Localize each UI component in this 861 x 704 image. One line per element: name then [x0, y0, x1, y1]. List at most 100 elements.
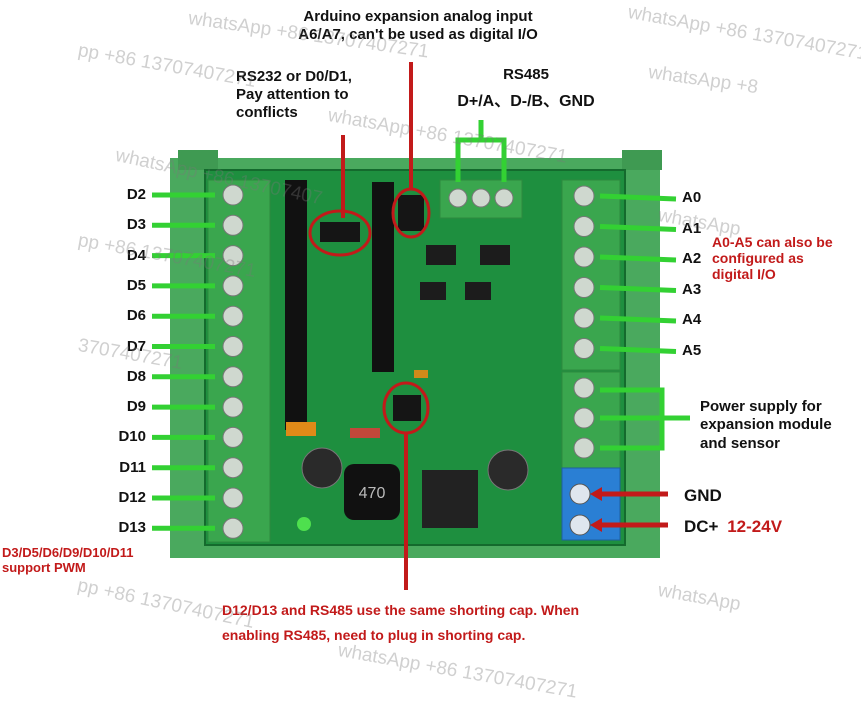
ic-chip: [465, 282, 491, 300]
analog-digital-line3: digital I/O: [712, 266, 776, 283]
pcb: [204, 169, 626, 546]
pin-label-d6: D6: [126, 307, 146, 325]
terminal-screw: [573, 407, 595, 429]
inductor-mark: 470: [359, 485, 386, 502]
terminal-screw: [573, 277, 595, 298]
terminal-screw: [573, 216, 595, 237]
terminal-screw: [569, 514, 591, 536]
terminal-screw: [222, 366, 244, 388]
pin-label-d3: D3: [126, 216, 146, 234]
header-left: [285, 180, 307, 430]
pin-arrow: [599, 224, 677, 232]
terminal-screw: [573, 377, 595, 399]
analog-note-line1: Arduino expansion analog input: [303, 8, 533, 25]
analog-highlight: [391, 187, 431, 239]
a6-a7-pins: [398, 195, 424, 231]
pin-arrow: [599, 346, 677, 354]
terminal-screw: [573, 437, 595, 459]
power-note: Power supply for expansion module and se…: [700, 398, 832, 453]
rail-tab: [622, 150, 662, 170]
ic-chip: [420, 282, 446, 300]
dc-plus-label: DC+: [684, 517, 719, 536]
rs232-note: RS232 or D0/D1, Pay attention to conflic…: [236, 68, 352, 122]
voltage-label: 12-24V: [727, 517, 783, 536]
terminal-screw: [222, 487, 244, 509]
pin-label-d10: D10: [118, 428, 146, 446]
pin-label-d9: D9: [126, 398, 146, 416]
pin-label-d11: D11: [119, 458, 146, 476]
left-terminal-block: [207, 179, 271, 543]
pin-arrow: [599, 285, 677, 293]
analog-digital-note: A0-A5 can also be configured as digital …: [712, 234, 833, 282]
pin-label-d7: D7: [126, 337, 146, 355]
terminal-screw: [569, 483, 591, 505]
rs485-pins: D+/A、D-/B、GND: [457, 93, 595, 110]
rs485-bracket: [455, 120, 507, 182]
analog-note: Arduino expansion analog input A6/A7, ca…: [268, 8, 568, 44]
shorting-cap: [393, 395, 421, 421]
power-line1: Power supply for: [700, 398, 822, 415]
inductor: [344, 464, 400, 520]
pwm-line2: support PWM: [2, 559, 86, 575]
pin-arrow: [599, 254, 677, 263]
pin-label-a3: A3: [682, 280, 702, 298]
terminal-screw: [573, 307, 595, 329]
rail-tab: [178, 150, 218, 170]
terminal-screw: [222, 275, 244, 297]
pin-label-d5: D5: [126, 276, 146, 294]
terminal-screw: [222, 517, 244, 539]
shorting-line1: D12/D13 and RS485 use the same shorting …: [222, 602, 580, 618]
rs232-pins: [320, 222, 360, 242]
rs485-note: RS485 D+/A、D-/B、GND: [436, 66, 616, 111]
right-analog-terminal-block: [561, 179, 621, 371]
terminal-screw: [222, 426, 244, 448]
terminal-screw: [573, 185, 595, 207]
resistor: [350, 428, 380, 438]
pin-label-a5: A5: [682, 341, 702, 359]
analog-note-line2: A6/A7, can't be used as digital I/O: [298, 26, 538, 43]
shorting-line2: enabling RS485, need to plug in shorting…: [222, 626, 526, 643]
power-led: [297, 517, 311, 531]
terminal-screw: [573, 246, 595, 268]
rs232-line3: conflicts: [236, 104, 298, 121]
ic-chip: [426, 245, 456, 265]
pin-label-d12: D12: [118, 489, 146, 506]
pin-label-d4: D4: [126, 246, 146, 264]
terminal-screw: [222, 245, 244, 267]
power-line3: and sensor: [700, 434, 781, 452]
analog-digital-line2: configured as: [712, 250, 804, 267]
terminal-screw: [222, 214, 244, 236]
capacitor: [487, 449, 529, 491]
rs485-title: RS485: [503, 66, 549, 83]
jumper-cap: [286, 422, 316, 436]
header-right: [372, 182, 394, 372]
gnd-label: GND: [684, 486, 722, 505]
pin-label-a1: A1: [682, 219, 702, 237]
pin-label-d2: D2: [126, 186, 146, 203]
ic-chip: [480, 245, 510, 265]
pin-arrow: [599, 193, 677, 202]
terminal-screw: [222, 336, 244, 357]
terminal-screw: [222, 457, 244, 479]
pin-label-a2: A2: [682, 250, 702, 267]
regulator: [422, 470, 478, 528]
rs232-line2: Pay attention to: [236, 86, 349, 103]
terminal-screw: [222, 184, 244, 206]
smd-part: [414, 370, 428, 378]
pin-label-a4: A4: [682, 311, 702, 328]
shorting-note: D12/D13 and RS485 use the same shorting …: [222, 598, 579, 647]
pwm-note: D3/D5/D6/D9/D10/D11 support PWM: [2, 545, 134, 576]
dc-input-label: DC+ 12-24V: [684, 518, 782, 535]
capacitor: [301, 447, 343, 489]
terminal-screw: [222, 396, 244, 418]
rs232-line1: RS232 or D0/D1,: [236, 68, 352, 85]
terminal-screw: [573, 338, 595, 359]
terminal-screw: [222, 305, 244, 327]
pin-label-d13: D13: [118, 519, 146, 537]
pwm-line1: D3/D5/D6/D9/D10/D11: [2, 545, 134, 560]
power-line2: expansion module: [700, 416, 832, 434]
pin-label-a0: A0: [682, 189, 702, 206]
pin-arrow: [599, 315, 677, 324]
pin-label-d8: D8: [126, 367, 146, 385]
